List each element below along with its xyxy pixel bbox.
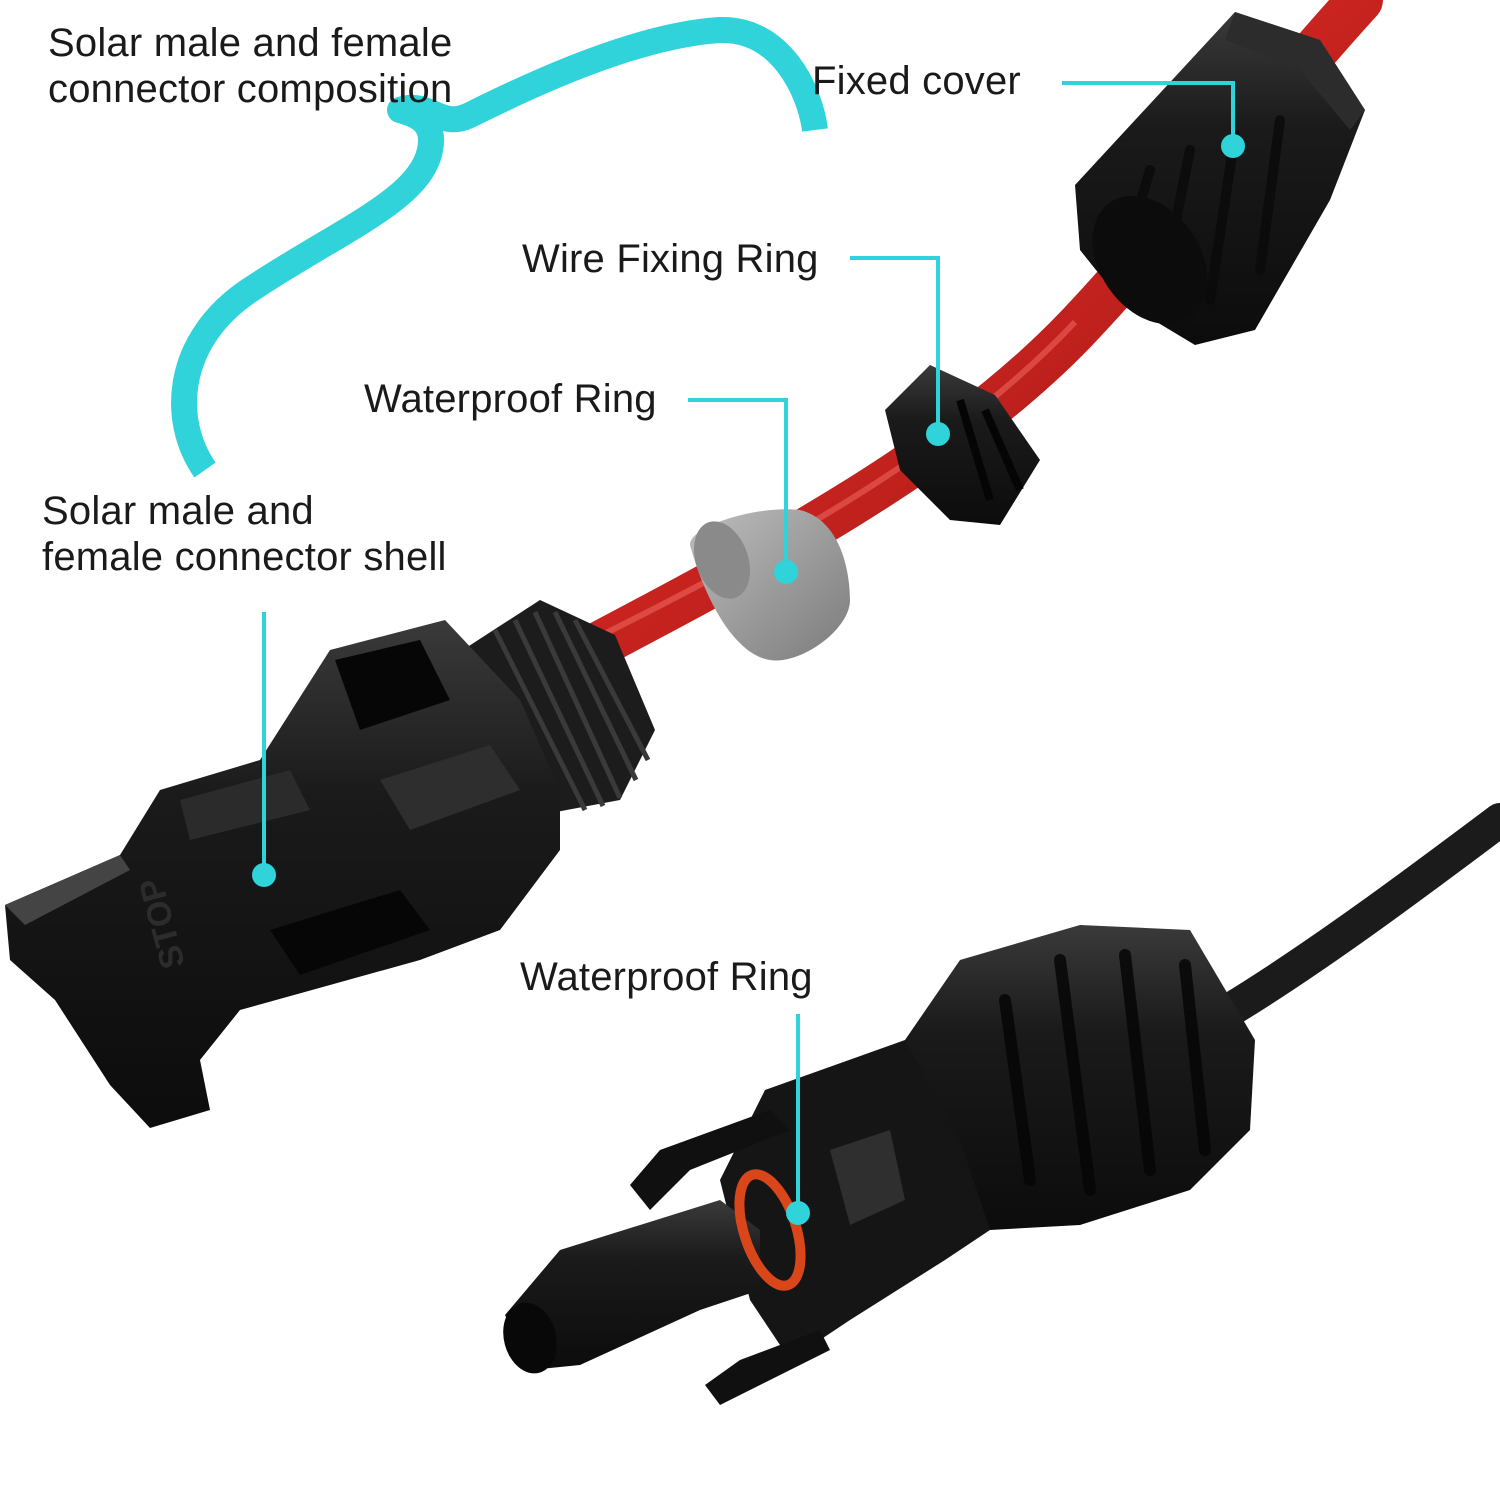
dot-marker-icon <box>252 863 276 887</box>
male-connector-part <box>503 925 1255 1405</box>
label-shell-line1: Solar male and <box>42 489 314 533</box>
dot-marker-icon <box>1221 134 1245 158</box>
label-wire-fixing-ring: Wire Fixing Ring <box>522 237 819 281</box>
dot-marker-icon <box>774 560 798 584</box>
female-connector-shell-part <box>5 600 655 1128</box>
leader-waterproof-ring-bottom <box>786 1014 810 1225</box>
dot-marker-icon <box>786 1201 810 1225</box>
label-fixed-cover: Fixed cover <box>812 59 1021 103</box>
curly-brace-icon <box>171 17 828 478</box>
fixed-cover-part <box>1075 12 1365 345</box>
leader-waterproof-ring-top <box>688 398 798 584</box>
label-composition-line1: Solar male and female <box>48 21 453 65</box>
leader-fixed-cover <box>1062 81 1245 158</box>
label-waterproof-ring-top: Waterproof Ring <box>364 377 657 421</box>
leader-wire-fixing-ring <box>850 256 950 446</box>
red-cable-highlight <box>598 319 1078 639</box>
wire-fixing-ring-part <box>885 365 1040 525</box>
black-cable <box>1213 803 1500 1027</box>
label-waterproof-ring-bottom: Waterproof Ring <box>520 955 813 999</box>
leader-connector-shell <box>252 612 276 887</box>
label-composition-line2: connector composition <box>48 67 453 111</box>
waterproof-ring-gray-part <box>690 509 850 661</box>
dot-marker-icon <box>926 422 950 446</box>
label-shell-line2: female connector shell <box>42 535 447 579</box>
